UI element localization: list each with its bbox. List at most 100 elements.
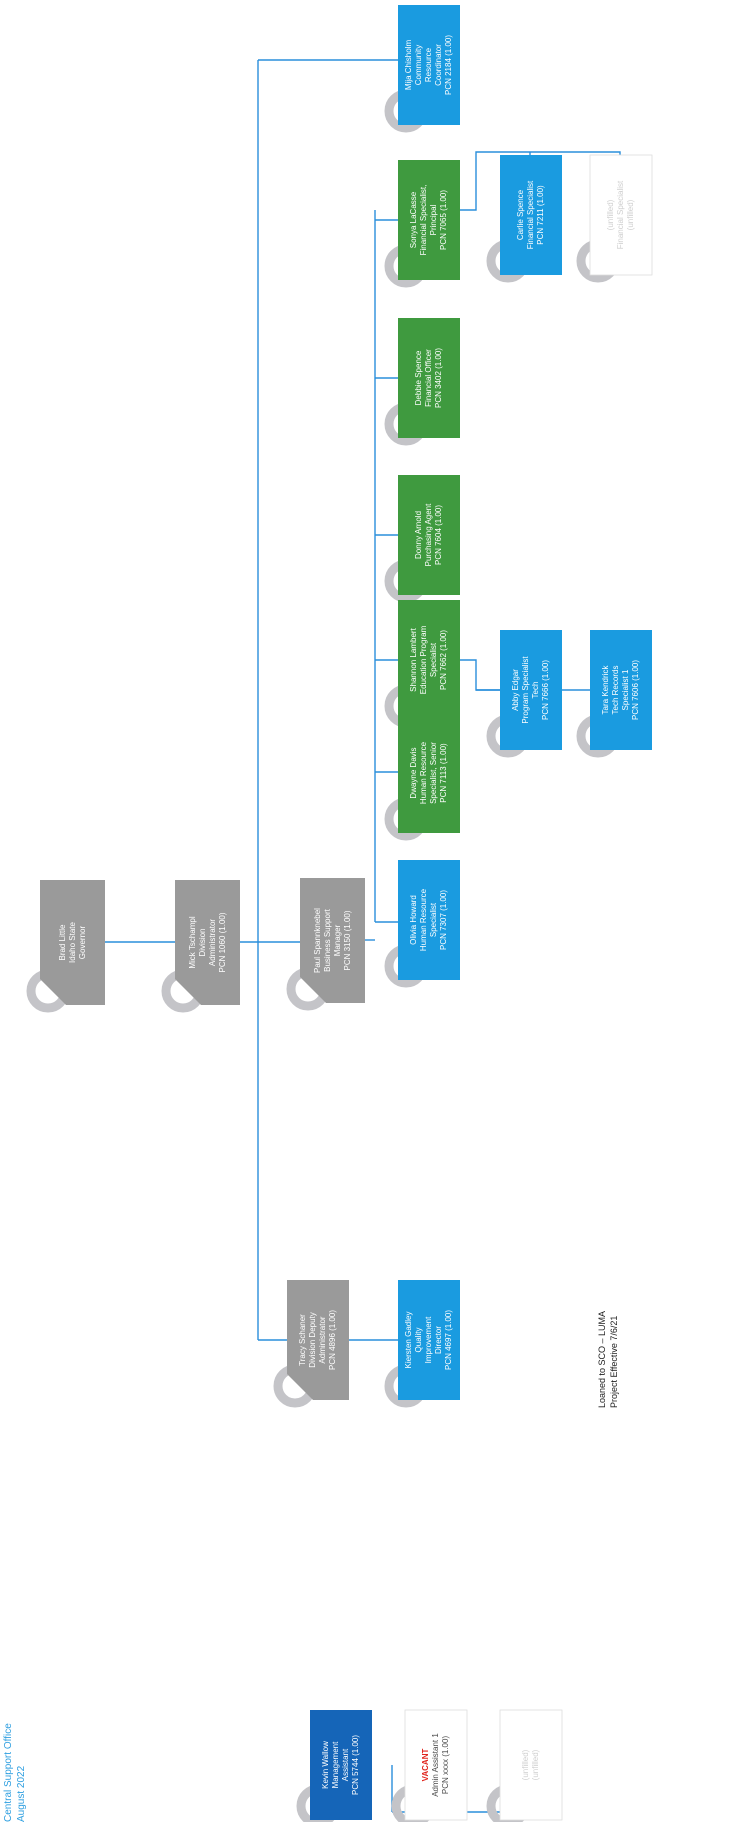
position-text-line: PCN 4697 (1.00) (444, 1309, 453, 1371)
position-text-line: (unfilled) (521, 1749, 530, 1781)
box-education (398, 600, 460, 720)
position-text-line: (unfilled) (531, 1749, 540, 1781)
position-text-line: Tara Kendrick (601, 665, 610, 715)
position-text-line: Idaho State (67, 922, 77, 963)
loan-note: Loaned to SCO – LUMA Project Effective 7… (596, 1278, 620, 1408)
position-text-line: Business Support (322, 909, 332, 972)
position-text-line: Division (197, 928, 207, 957)
position-text-line: Administrator (207, 918, 217, 967)
box-hr-specialist (398, 860, 460, 980)
position-text-line: Specialist (429, 642, 438, 678)
position-text-line: Governor (77, 925, 87, 960)
position-text-line: Director (434, 1326, 443, 1355)
position-text-line: Financial Officer (424, 349, 433, 407)
position-text-line: Tech Records (611, 665, 620, 715)
position-text-line: PCN 7662 (1.00) (439, 629, 448, 691)
position-text-line: Mija Chisholm (404, 39, 413, 91)
position-text-line: PCN 7065 (1.00) (439, 189, 448, 251)
box-governor (40, 880, 105, 1005)
position-text-line: Debbie Spence (414, 350, 423, 406)
position-text-line: PCN 7606 (1.00) (631, 659, 640, 721)
position-text-line: Brad Little (57, 924, 67, 961)
position-text-line: Financial Specialist (616, 180, 625, 250)
position-text-line: Mick Tschampl (187, 916, 197, 969)
position-text-line: Quality (414, 1327, 423, 1353)
position-text-line: PCN 7211 (1.00) (536, 185, 545, 245)
position-text-line: Manager (332, 924, 342, 957)
position-text-line: Olivia Howard (409, 895, 418, 945)
position-text-line: Management (331, 1741, 340, 1789)
box-financial-specialist (500, 155, 562, 275)
position-text-line: Sonya LaCasse (409, 191, 418, 249)
position-text-line: PCN 1060 (1.00) (217, 912, 227, 973)
position-text-line: Purchasing Agent (424, 503, 433, 567)
position-text-line: Financial Specialist, (419, 184, 428, 256)
position-text-line: Specialist (429, 902, 438, 938)
box-purchasing (398, 475, 460, 595)
position-text-line: Principal (429, 204, 438, 236)
position-text-line: Donny Arnold (414, 510, 423, 560)
position-text-line: Shannon Lambert (409, 628, 418, 692)
loan-note-line1: Loaned to SCO – LUMA (597, 1310, 607, 1408)
position-text-line: Division Deputy (308, 1312, 317, 1368)
position-text-line: Community (414, 44, 423, 86)
box-quality (398, 1280, 460, 1400)
position-text-line: VACANT (421, 1748, 430, 1782)
position-text-line: Human Resource (419, 741, 428, 805)
page-header: Central Support Office August 2022 (2, 1712, 28, 1822)
org-name: Central Support Office (3, 1723, 14, 1822)
position-text-line: (unfilled) (606, 199, 615, 231)
box-financial-principal (398, 160, 460, 280)
position-text-line: PCN 7113 (1.00) (439, 743, 448, 803)
box-deputy (287, 1280, 349, 1400)
box-program-tech (500, 630, 562, 750)
org-date: August 2022 (16, 1765, 27, 1822)
position-text-line: Administrator (318, 1316, 327, 1364)
box-administrator (175, 880, 240, 1005)
box-mgmt-assistant (310, 1710, 372, 1820)
position-text-line: PCN 7666 (1.00) (541, 659, 550, 721)
position-text-line: Kiersten Gadley (404, 1311, 413, 1369)
position-text-line: Paul Spannknebel (312, 908, 322, 973)
position-text-line: Tracy Schaner (298, 1314, 307, 1366)
position-text-line: Resource (424, 47, 433, 83)
position-text-line: Education Program (419, 625, 428, 695)
position-text-line: Carlie Spence (516, 189, 525, 241)
position-text-line: PCN 7307 (1.00) (439, 889, 448, 951)
position-text-line: PCN 3402 (1.00) (434, 347, 443, 409)
position-text-line: PCN 2184 (1.00) (444, 34, 453, 96)
position-text-line: Specialist 1 (621, 669, 630, 711)
position-text-line: Kevin Wallow (321, 1741, 330, 1789)
box-community (398, 5, 460, 125)
position-text-line: PCN 5744 (1.00) (351, 1734, 360, 1796)
box-business-manager (300, 878, 365, 1003)
position-text-line: PCN 7604 (1.00) (434, 504, 443, 566)
position-text-line: Abby Edgar (511, 669, 520, 711)
position-text-line: Program Specialist (521, 656, 530, 724)
position-text-line: Specialist, Senior (429, 742, 438, 804)
box-hr-senior (398, 713, 460, 833)
box-admin-assistant (404, 1709, 468, 1821)
box-tech-records (590, 630, 652, 750)
position-text-line: Financial Specialist (526, 180, 535, 250)
position-text-line: (unfilled) (626, 199, 635, 231)
position-text-line: Assistant (341, 1748, 350, 1782)
position-text-line: Coordinator (434, 44, 443, 86)
position-text-line: PCN 4896 (1.00) (328, 1309, 337, 1371)
box-left-faint-label: (unfilled)(unfilled) (500, 1710, 562, 1820)
position-text-line: Tech (531, 681, 540, 699)
box-financial-faint-label: (unfilled)Financial Specialist(unfilled) (590, 155, 652, 275)
